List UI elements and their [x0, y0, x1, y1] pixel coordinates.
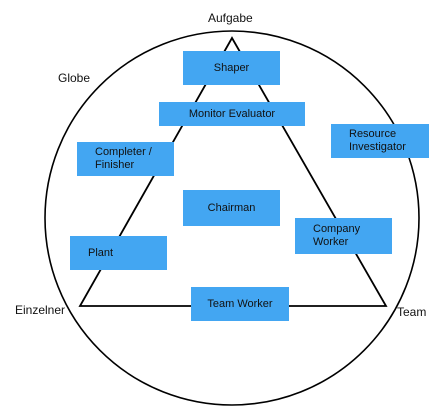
role-company-worker-label: Company Worker: [313, 223, 361, 248]
role-shaper: Shaper: [183, 51, 280, 85]
label-aufgabe: Aufgabe: [208, 11, 253, 25]
role-monitor-evaluator: Monitor Evaluator: [159, 102, 305, 126]
role-monitor-evaluator-label: Monitor Evaluator: [188, 107, 276, 120]
role-completer-finisher: Completer / Finisher: [77, 142, 174, 176]
role-chairman: Chairman: [183, 190, 280, 226]
label-einzelner: Einzelner: [15, 303, 66, 317]
role-plant: Plant: [70, 236, 167, 270]
role-team-worker: Team Worker: [191, 287, 289, 321]
role-chairman-label: Chairman: [207, 201, 256, 214]
role-resource-investigator: Resource Investigator: [331, 124, 429, 158]
role-completer-finisher-label: Completer / Finisher: [95, 146, 152, 171]
role-plant-label: Plant: [88, 246, 114, 259]
label-team: Team: [397, 305, 427, 319]
role-company-worker: Company Worker: [295, 218, 392, 254]
role-shaper-label: Shaper: [213, 61, 250, 74]
role-resource-investigator-label: Resource Investigator: [349, 128, 406, 153]
role-team-worker-label: Team Worker: [207, 297, 273, 310]
label-globe: Globe: [58, 71, 91, 85]
globe-circle: [44, 30, 420, 406]
